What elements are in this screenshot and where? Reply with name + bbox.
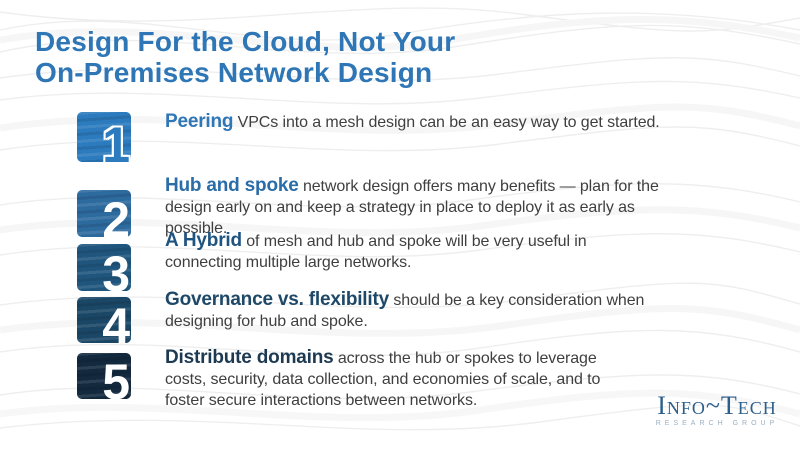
step-text-4: Governance vs. flexibility should be a k… — [165, 289, 665, 332]
step-number-4: 4 — [102, 298, 130, 354]
step-text-2: Hub and spoke network design offers many… — [165, 175, 677, 239]
step-body-4: should be a key consideration when desig… — [165, 292, 645, 330]
step-number-2: 2 — [102, 192, 130, 248]
step-badge-5: 5 — [77, 353, 131, 407]
step-lead-1: Peering — [165, 111, 234, 132]
step-badge-1: 1 — [77, 112, 131, 170]
step-badge-2: 2 — [77, 190, 131, 245]
step-lead-2: Hub and spoke — [165, 175, 299, 196]
step-badge-3: 3 — [77, 244, 131, 299]
step-number-5: 5 — [102, 354, 130, 410]
step-text-5: Distribute domains across the hub or spo… — [165, 347, 635, 411]
step-lead-3: A Hybrid — [165, 230, 242, 251]
step-body-3: of mesh and hub and spoke will be very u… — [165, 233, 587, 271]
infotech-logo-tagline: RESEARCH GROUP — [655, 420, 779, 427]
infotech-logo: Info~Tech RESEARCH GROUP — [638, 391, 796, 428]
step-lead-5: Distribute domains — [165, 347, 334, 368]
step-text-3: A Hybrid of mesh and hub and spoke will … — [165, 230, 643, 273]
infotech-logo-brand: Info~Tech — [657, 391, 777, 420]
slide-title-line-2: On-Premises Network Design — [35, 57, 433, 88]
step-text-1: Peering VPCs into a mesh design can be a… — [165, 111, 740, 133]
step-badge-4: 4 — [77, 297, 131, 351]
step-body-2: network design offers many benefits — pl… — [165, 178, 659, 237]
step-number-3: 3 — [102, 246, 130, 302]
step-number-1: 1 — [102, 117, 130, 173]
slide-title-line-1: Design For the Cloud, Not Your — [35, 26, 456, 57]
step-body-5: across the hub or spokes to leverage cos… — [165, 350, 601, 409]
step-body-1: VPCs into a mesh design can be an easy w… — [237, 114, 660, 131]
slide-title: Design For the Cloud, Not Your On-Premis… — [35, 26, 455, 88]
step-lead-4: Governance vs. flexibility — [165, 289, 389, 310]
